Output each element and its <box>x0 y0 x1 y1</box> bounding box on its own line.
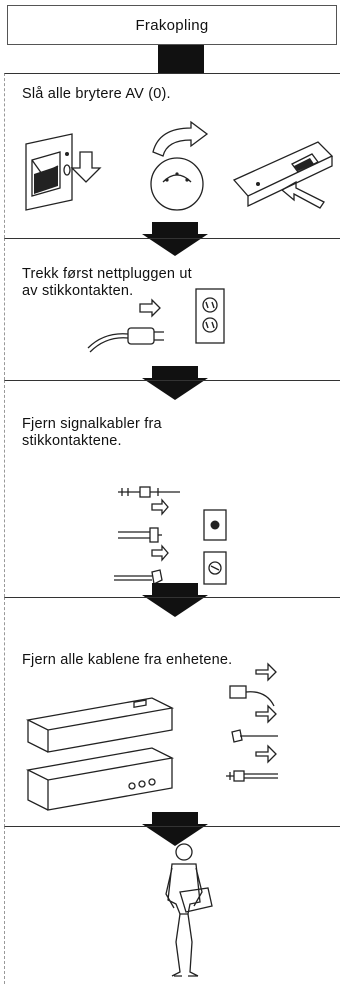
rotary-knob-icon <box>150 120 209 211</box>
down-arrow-2 <box>142 366 208 400</box>
step-panel-5 <box>4 826 340 984</box>
step-panel-3 <box>4 380 340 597</box>
person-carrying-device-icon <box>165 843 213 977</box>
rocker-switch-icon <box>25 133 102 211</box>
stacked-devices-icon <box>25 697 175 811</box>
slide-switch-icon <box>232 141 334 209</box>
power-plug-icon <box>87 298 164 353</box>
cable-connectors-icon <box>226 662 278 782</box>
wall-socket-icon <box>203 509 227 585</box>
down-arrow-3 <box>142 583 208 617</box>
wall-outlet-icon <box>195 288 225 344</box>
step-4-text: Fjern alle kablene fra enhetene. <box>22 652 233 668</box>
page-title: Frakopling <box>135 16 209 34</box>
down-arrow-4 <box>142 812 208 846</box>
step-3-text: Fjern signalkabler fra stikkontaktene. <box>22 416 162 449</box>
step-panel-2 <box>4 238 340 380</box>
title-connector <box>158 45 204 73</box>
step-panel-1 <box>4 73 340 238</box>
title-box: Frakopling <box>7 5 337 45</box>
signal-cable-icon <box>114 486 180 585</box>
down-arrow-1 <box>142 222 208 256</box>
step-2-text: Trekk først nettpluggen ut av stikkontak… <box>22 266 192 299</box>
step-panel-4 <box>4 597 340 827</box>
step-1-text: Slå alle brytere AV (0). <box>22 86 171 102</box>
